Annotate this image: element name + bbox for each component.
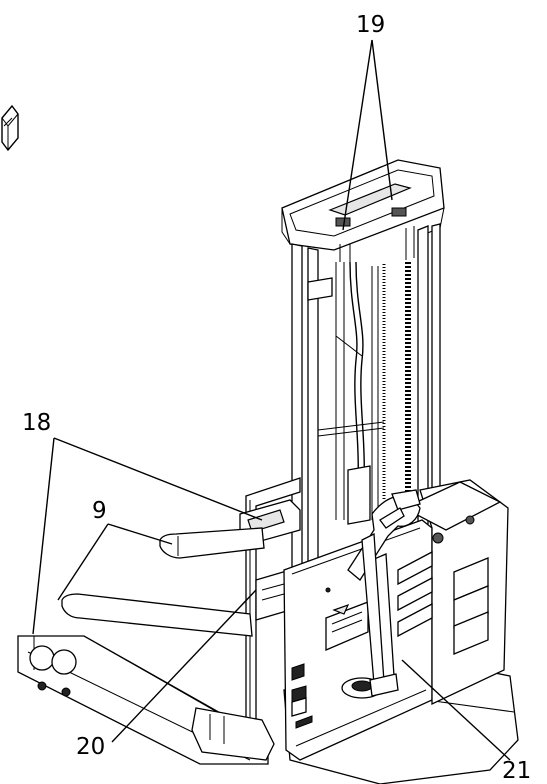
leader-21 <box>401 659 511 761</box>
leader-19b <box>371 39 393 201</box>
leader-9a <box>57 523 109 601</box>
upper-fork <box>159 527 265 559</box>
callout-9: 9 <box>92 498 107 524</box>
callout-labels: 19 18 9 20 21 <box>22 12 531 784</box>
fork-carriage <box>239 477 301 725</box>
lower-fork <box>17 593 275 765</box>
leader-20 <box>111 589 257 743</box>
leader-18b <box>53 437 263 521</box>
leader-lines <box>32 39 511 761</box>
leader-19a <box>342 39 373 231</box>
leader-9b <box>107 523 173 545</box>
callout-20: 20 <box>76 734 105 760</box>
small-box-sketch <box>1 104 19 152</box>
leader-18a <box>32 437 55 635</box>
callout-18: 18 <box>22 410 51 436</box>
tiller-handle <box>341 489 421 699</box>
callout-19: 19 <box>356 12 385 38</box>
callout-21: 21 <box>502 758 531 784</box>
lift-chain <box>382 262 411 500</box>
